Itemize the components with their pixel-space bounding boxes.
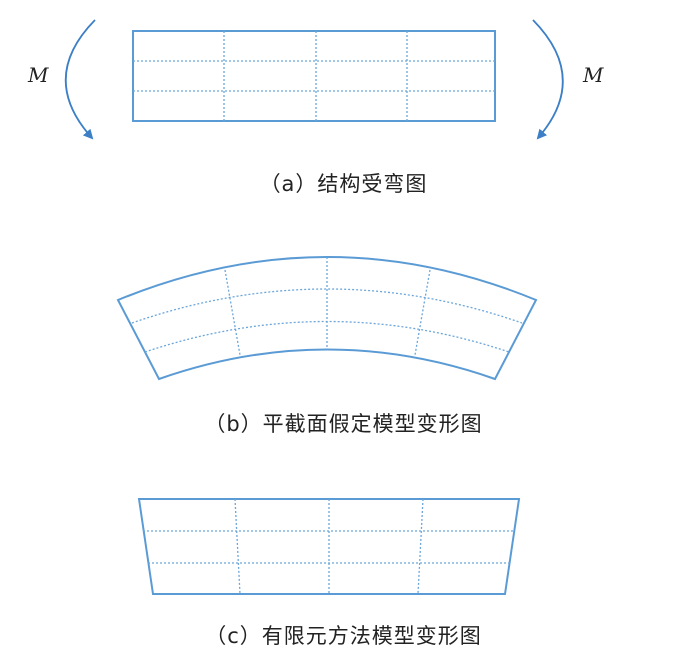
beam-finite-element — [137, 498, 521, 595]
beam-a-outline — [132, 30, 496, 122]
moment-label-right: M — [582, 63, 604, 87]
beam-c-grid-v3 — [417, 498, 424, 595]
beam-c-outline — [137, 498, 521, 595]
beam-b-outline — [116, 256, 538, 381]
caption-a: （a）结构受弯图 — [259, 172, 428, 196]
moment-label-left: M — [27, 63, 49, 87]
caption-c: （c）有限元方法模型变形图 — [205, 624, 482, 648]
beam-c-grid-v1 — [234, 498, 241, 595]
moment-arrow-right — [532, 19, 564, 140]
beam-undeformed — [132, 30, 496, 122]
beam-b-grid-v3 — [414, 269, 431, 356]
beam-plane-section — [116, 256, 538, 381]
moment-arrow-left — [64, 19, 96, 140]
caption-b: （b）平截面假定模型变形图 — [204, 412, 483, 436]
beam-b-grid-v1 — [224, 269, 241, 356]
